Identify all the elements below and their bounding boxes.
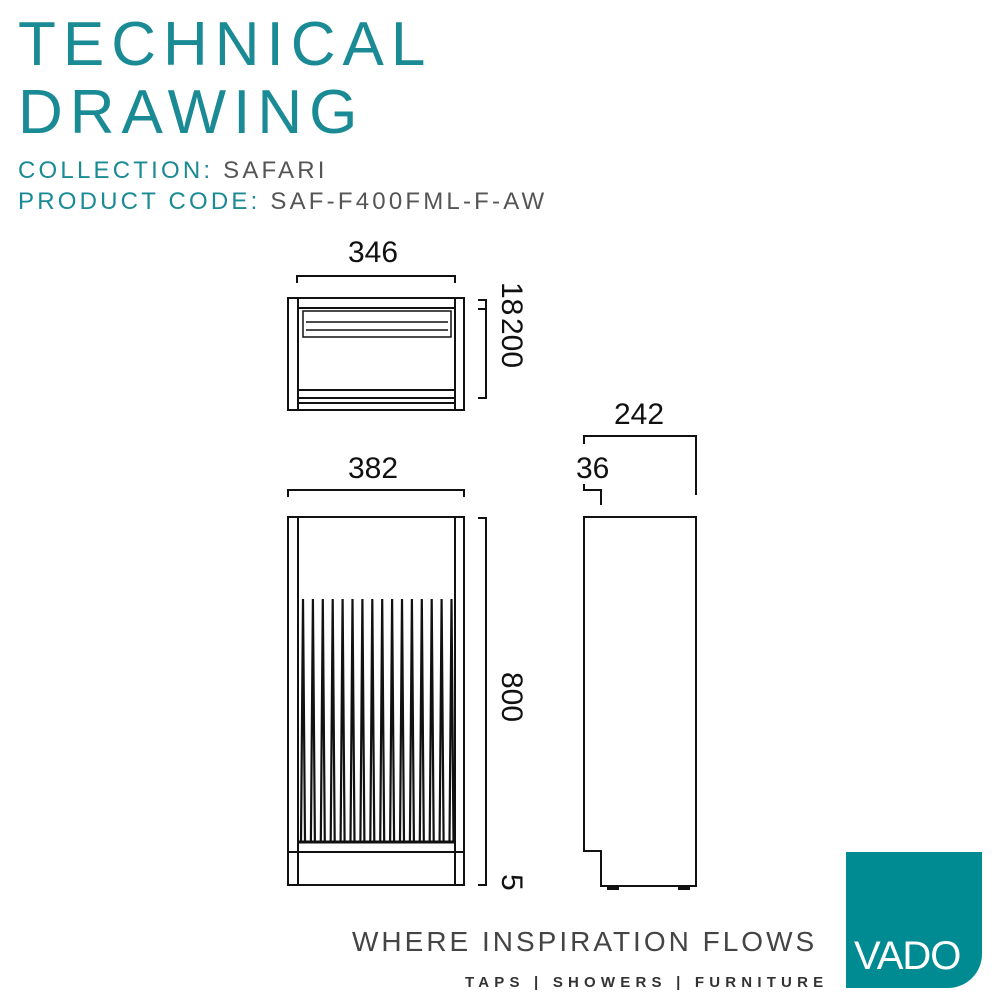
product-code-value: SAF-F400FML-F-AW [270,188,548,215]
slat [309,598,316,843]
product-code-label: PRODUCT CODE: [18,188,261,215]
dim-side-recess: 36 [576,452,610,485]
slat [438,598,445,843]
slat [398,598,406,843]
collection-label: COLLECTION: [18,157,214,184]
title-line-1: TECHNICAL [18,10,433,79]
side-view [583,435,697,890]
slat [389,598,396,843]
slat [428,598,435,843]
logo-text: VADO [854,934,961,978]
front-view [287,489,487,886]
slat [299,598,307,843]
slat [369,598,376,843]
slat [339,598,346,843]
title-line-2: DRAWING [18,78,365,147]
slat [349,598,356,843]
slat [379,598,386,843]
dim-front-width: 382 [348,452,399,485]
dim-top-depth-b: 200 [495,318,528,369]
slat [359,598,366,843]
slat [448,598,455,843]
slat [329,598,336,843]
vado-logo: VADO [846,852,982,988]
dim-top-depth-a: 18 [495,282,528,316]
top-view [287,275,487,411]
dim-side-depth: 242 [614,398,665,431]
dim-top-width: 346 [348,236,399,269]
slat [319,598,326,843]
collection-value: SAFARI [223,157,328,184]
collection-line: COLLECTION: SAFARI [18,157,328,185]
dim-front-height: 800 [495,672,528,723]
dim-foot-height: 5 [495,874,528,891]
slat [408,598,415,843]
slat [418,598,425,843]
product-code-line: PRODUCT CODE: SAF-F400FML-F-AW [18,188,547,216]
categories: TAPS | SHOWERS | FURNITURE [465,974,829,991]
tagline: WHERE INSPIRATION FLOWS [352,926,818,957]
